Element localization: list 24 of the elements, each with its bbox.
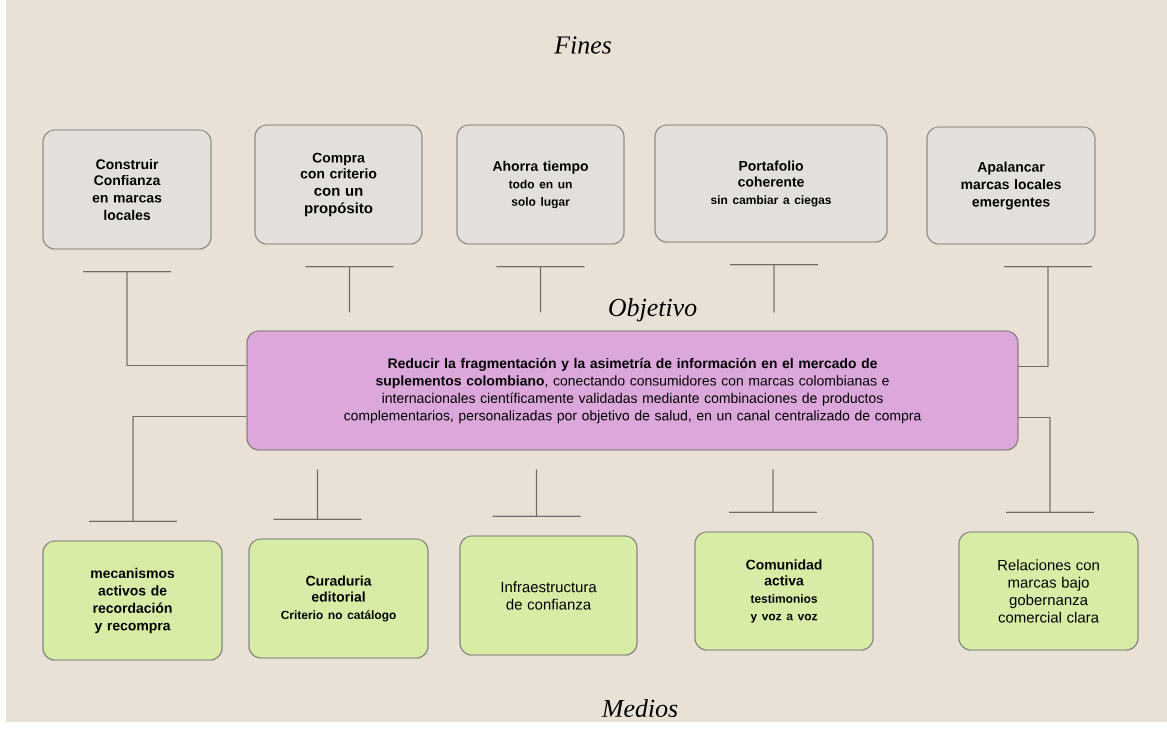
goal-box: Apalancar marcas locales emergentes <box>926 126 1096 245</box>
connector <box>1018 416 1051 513</box>
connector <box>1018 266 1049 368</box>
goal-box: Ahorra tiempo todo en un solo lugar <box>456 124 625 245</box>
means-box: Comunidad activa testimonios y voz a voz <box>694 531 874 651</box>
section-heading: Medios <box>601 698 678 718</box>
section-heading: Fines <box>554 36 611 54</box>
connector <box>126 271 247 367</box>
means-box: Relaciones con marcas bajo gobernanza comercial clara <box>958 531 1139 651</box>
connector <box>539 266 542 313</box>
objective-box: Reducir la fragmentación y la asimetría de información en el mercado de suplementos colombiano, conectando consumidores con marcas colombianas e internacionales científicamente validadas mediante combinaciones de productos complementarios, personalizadas por objetivo de salud, en un canal centralizado de compra <box>246 330 1019 451</box>
goal-box: Construir Confianza en marcas locales <box>42 129 212 250</box>
goal-box: Compra con criterio con un propósito <box>254 124 423 245</box>
connector <box>316 469 319 520</box>
heading: Objetivo <box>609 298 697 322</box>
means-box: mecanismos activos de recordación y recompra <box>42 540 223 661</box>
means-box: Curaduria editorial Criterio no catálogo <box>248 538 429 659</box>
connector <box>348 266 351 313</box>
connector <box>772 469 774 513</box>
means-box: Infraestructura de confianza <box>459 535 638 656</box>
connector <box>773 264 775 313</box>
connector <box>535 469 538 517</box>
connector <box>132 415 247 522</box>
goal-box: Portafolio coherente sin cambiar a ciegas <box>654 124 888 243</box>
